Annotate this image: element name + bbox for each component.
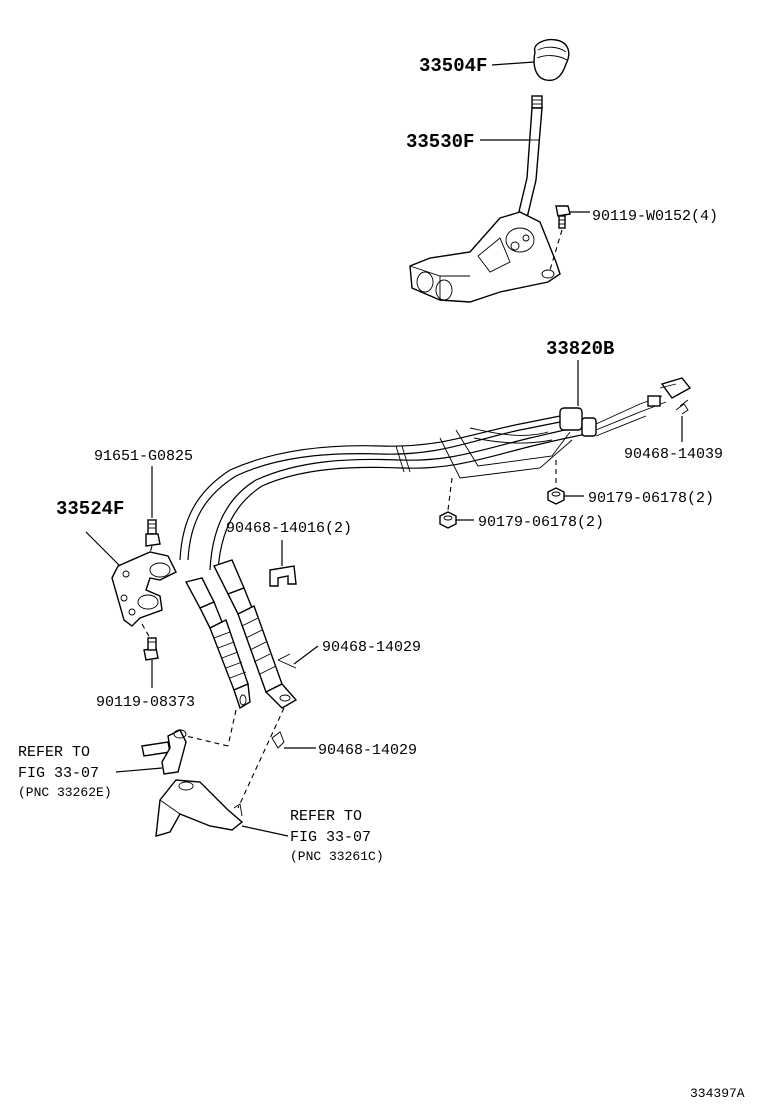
refer-right-line1: REFER TO bbox=[290, 808, 362, 825]
bolt-w0152[interactable] bbox=[555, 205, 571, 229]
clip-14029-a-leader bbox=[293, 645, 319, 665]
transmission-lever-right[interactable] bbox=[155, 779, 244, 837]
label-nut-lower: 90179-06178(2) bbox=[478, 514, 604, 531]
refer-right-line2: FIG 33-07 bbox=[290, 829, 371, 846]
refer-left-line1: REFER TO bbox=[18, 744, 90, 761]
refer-left-line2: FIG 33-07 bbox=[18, 765, 99, 782]
refer-left-line3: (PNC 33262E) bbox=[18, 785, 112, 800]
label-bolt-08373: 90119-08373 bbox=[96, 694, 195, 711]
shift-lever-housing[interactable] bbox=[409, 211, 561, 303]
bracket-leader bbox=[85, 531, 121, 567]
knob-leader bbox=[491, 61, 535, 66]
bracket-33524f[interactable] bbox=[111, 551, 177, 627]
clip-14039[interactable] bbox=[675, 399, 689, 415]
shift-lever[interactable] bbox=[516, 95, 543, 223]
transmission-lever-left[interactable] bbox=[141, 729, 187, 775]
bolt-08373-dashed-path bbox=[141, 623, 151, 639]
shift-knob[interactable] bbox=[533, 38, 570, 82]
clip-14029-b[interactable] bbox=[271, 731, 285, 749]
nut-upper[interactable] bbox=[547, 487, 565, 505]
bolt-08373[interactable] bbox=[143, 637, 159, 661]
nut-lower[interactable] bbox=[439, 511, 457, 529]
lever-right-dashed-path bbox=[237, 707, 285, 809]
label-cable-assy: 33820B bbox=[546, 338, 614, 360]
label-bolt-w0152: 90119-W0152(4) bbox=[592, 208, 718, 225]
label-clip-14016: 90468-14016(2) bbox=[226, 520, 352, 537]
nut-lower-dashed-path bbox=[447, 477, 453, 511]
label-bolt-g0825: 91651-G0825 bbox=[94, 448, 193, 465]
label-bracket: 33524F bbox=[56, 498, 124, 520]
cable-end-left[interactable] bbox=[184, 577, 251, 710]
label-clip-14029-a: 90468-14029 bbox=[322, 639, 421, 656]
refer-right-leader bbox=[241, 825, 289, 837]
clip-14016[interactable] bbox=[269, 565, 297, 587]
label-clip-14039: 90468-14039 bbox=[624, 446, 723, 463]
bolt-g0825[interactable] bbox=[145, 519, 161, 547]
lever-left-dashed-b bbox=[185, 735, 229, 747]
refer-right-line3: (PNC 33261C) bbox=[290, 849, 384, 864]
label-nut-upper: 90179-06178(2) bbox=[588, 490, 714, 507]
label-knob: 33504F bbox=[419, 55, 487, 77]
label-clip-14029-b: 90468-14029 bbox=[318, 742, 417, 759]
clip-14029-a[interactable] bbox=[277, 653, 297, 669]
control-cable-assy[interactable] bbox=[179, 377, 692, 573]
figure-id: 334397A bbox=[690, 1086, 745, 1101]
cable-end-right[interactable] bbox=[213, 559, 298, 709]
lever-left-dashed-a bbox=[227, 709, 237, 747]
label-lever: 33530F bbox=[406, 131, 474, 153]
bolt-w0152-dashed-path bbox=[549, 229, 563, 271]
refer-left-leader bbox=[115, 767, 163, 773]
